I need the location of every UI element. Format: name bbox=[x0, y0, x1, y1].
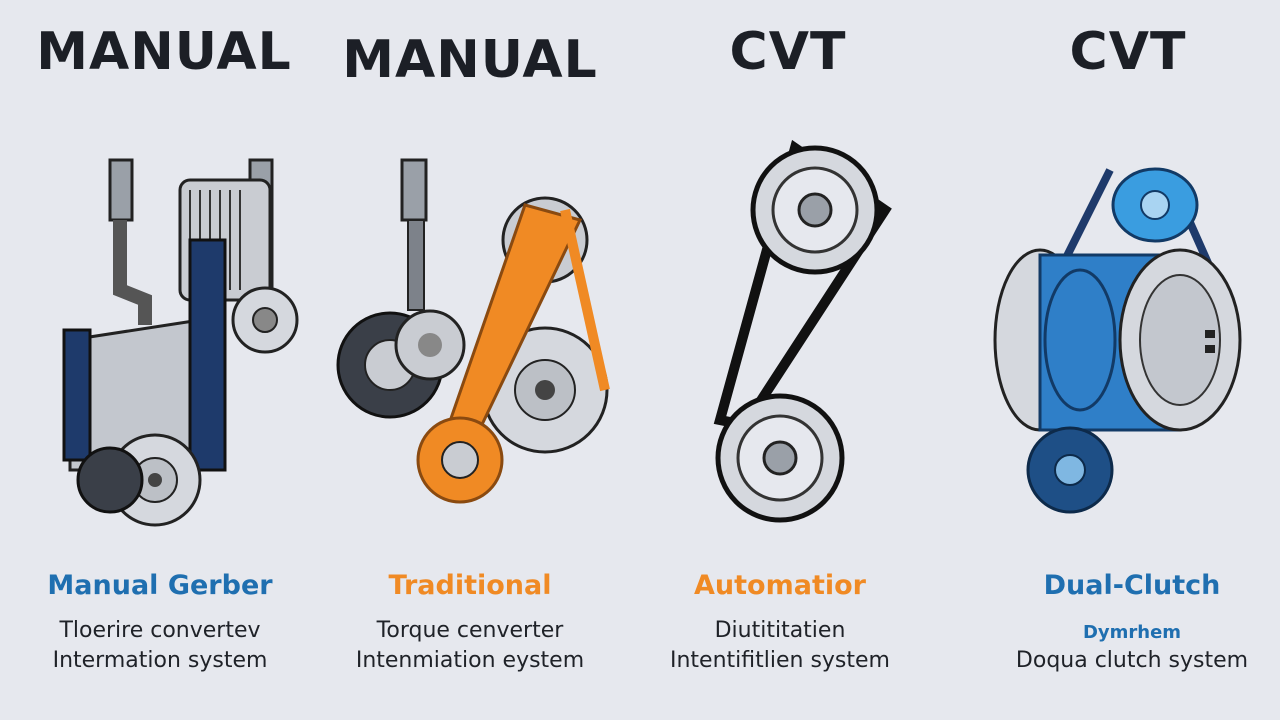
column-subtitle: Automatior bbox=[694, 570, 866, 601]
column-heading: CVT bbox=[1069, 22, 1187, 82]
cvt-pulley-illustration bbox=[713, 140, 892, 523]
column-description-line-1: Dymrhem bbox=[1082, 622, 1182, 643]
column-description-line-2: Intentifitlien system bbox=[670, 648, 890, 673]
column-heading: CVT bbox=[729, 22, 847, 82]
torque-converter-illustration bbox=[336, 158, 610, 504]
column-dual-clutch: CVT Dual-Clutch Dymrhem Doqua clutch sys… bbox=[960, 0, 1280, 720]
column-heading: MANUAL bbox=[36, 22, 292, 82]
column-description-line-2: Doqua clutch system bbox=[1015, 648, 1249, 673]
manual-gearbox-illustration bbox=[62, 158, 299, 527]
dual-clutch-illustration bbox=[993, 167, 1242, 514]
column-traditional: MANUAL Traditional Torque cenverter Inte… bbox=[310, 0, 630, 720]
column-description-line-1: Torque cenverter bbox=[376, 618, 564, 643]
column-description-line-1: Diutititatien bbox=[714, 618, 846, 643]
column-heading: MANUAL bbox=[342, 30, 598, 90]
column-description-line-2: Intenmiation eystem bbox=[355, 648, 585, 673]
column-manual-gerber: MANUAL Manual Gerber Tloerire convertev … bbox=[0, 0, 320, 720]
column-subtitle: Manual Gerber bbox=[47, 570, 273, 601]
column-automatior: CVT Automatior Diutititatien Intentifitl… bbox=[640, 0, 960, 720]
column-subtitle: Traditional bbox=[388, 570, 552, 601]
column-subtitle: Dual-Clutch bbox=[1043, 570, 1221, 601]
column-description-line-2: Intermation system bbox=[52, 648, 268, 673]
column-description-line-1: Tloerire convertev bbox=[59, 618, 261, 643]
